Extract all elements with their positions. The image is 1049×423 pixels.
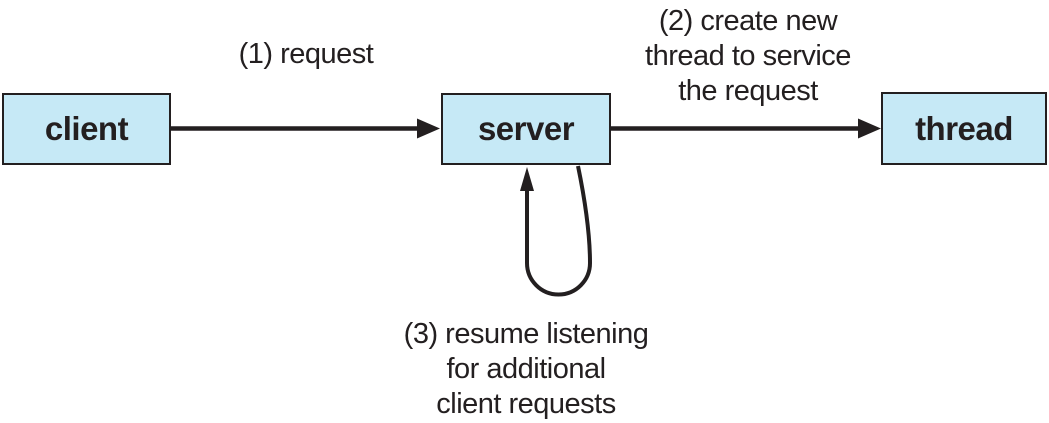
- request-edge-label-line: (1) request: [238, 38, 374, 70]
- create-thread-edge-label-line: the request: [678, 75, 818, 107]
- resume-listening-edge-label-line: for additional: [446, 353, 606, 385]
- create-thread-arrowhead-icon: [858, 118, 881, 139]
- create-thread-edge-label-line: thread to service: [645, 40, 851, 72]
- request-edge-label: (1) request: [239, 37, 374, 72]
- resume-listening-edge-label-line: (3) resume listening: [403, 318, 649, 350]
- client-node: client: [2, 93, 171, 165]
- create-thread-arrow: [611, 118, 881, 139]
- request-arrow: [171, 118, 440, 139]
- resume-loop-arrowhead-icon: [520, 167, 534, 191]
- resume-listening-edge-label-line: client requests: [436, 388, 616, 420]
- request-arrowhead-icon: [417, 118, 440, 139]
- create-thread-edge-label-line: (2) create new: [658, 5, 838, 37]
- server-node: server: [441, 93, 611, 165]
- resume-listening-loop: [520, 165, 593, 297]
- create-thread-edge-label: (2) create new thread to service the req…: [645, 4, 851, 109]
- client-node-label: client: [44, 110, 129, 147]
- server-node-label: server: [477, 110, 575, 147]
- thread-node-label: thread: [915, 109, 1013, 147]
- thread-node: thread: [881, 92, 1047, 165]
- resume-loop-shaft: [525, 165, 593, 297]
- resume-listening-edge-label: (3) resume listening for additional clie…: [404, 317, 649, 422]
